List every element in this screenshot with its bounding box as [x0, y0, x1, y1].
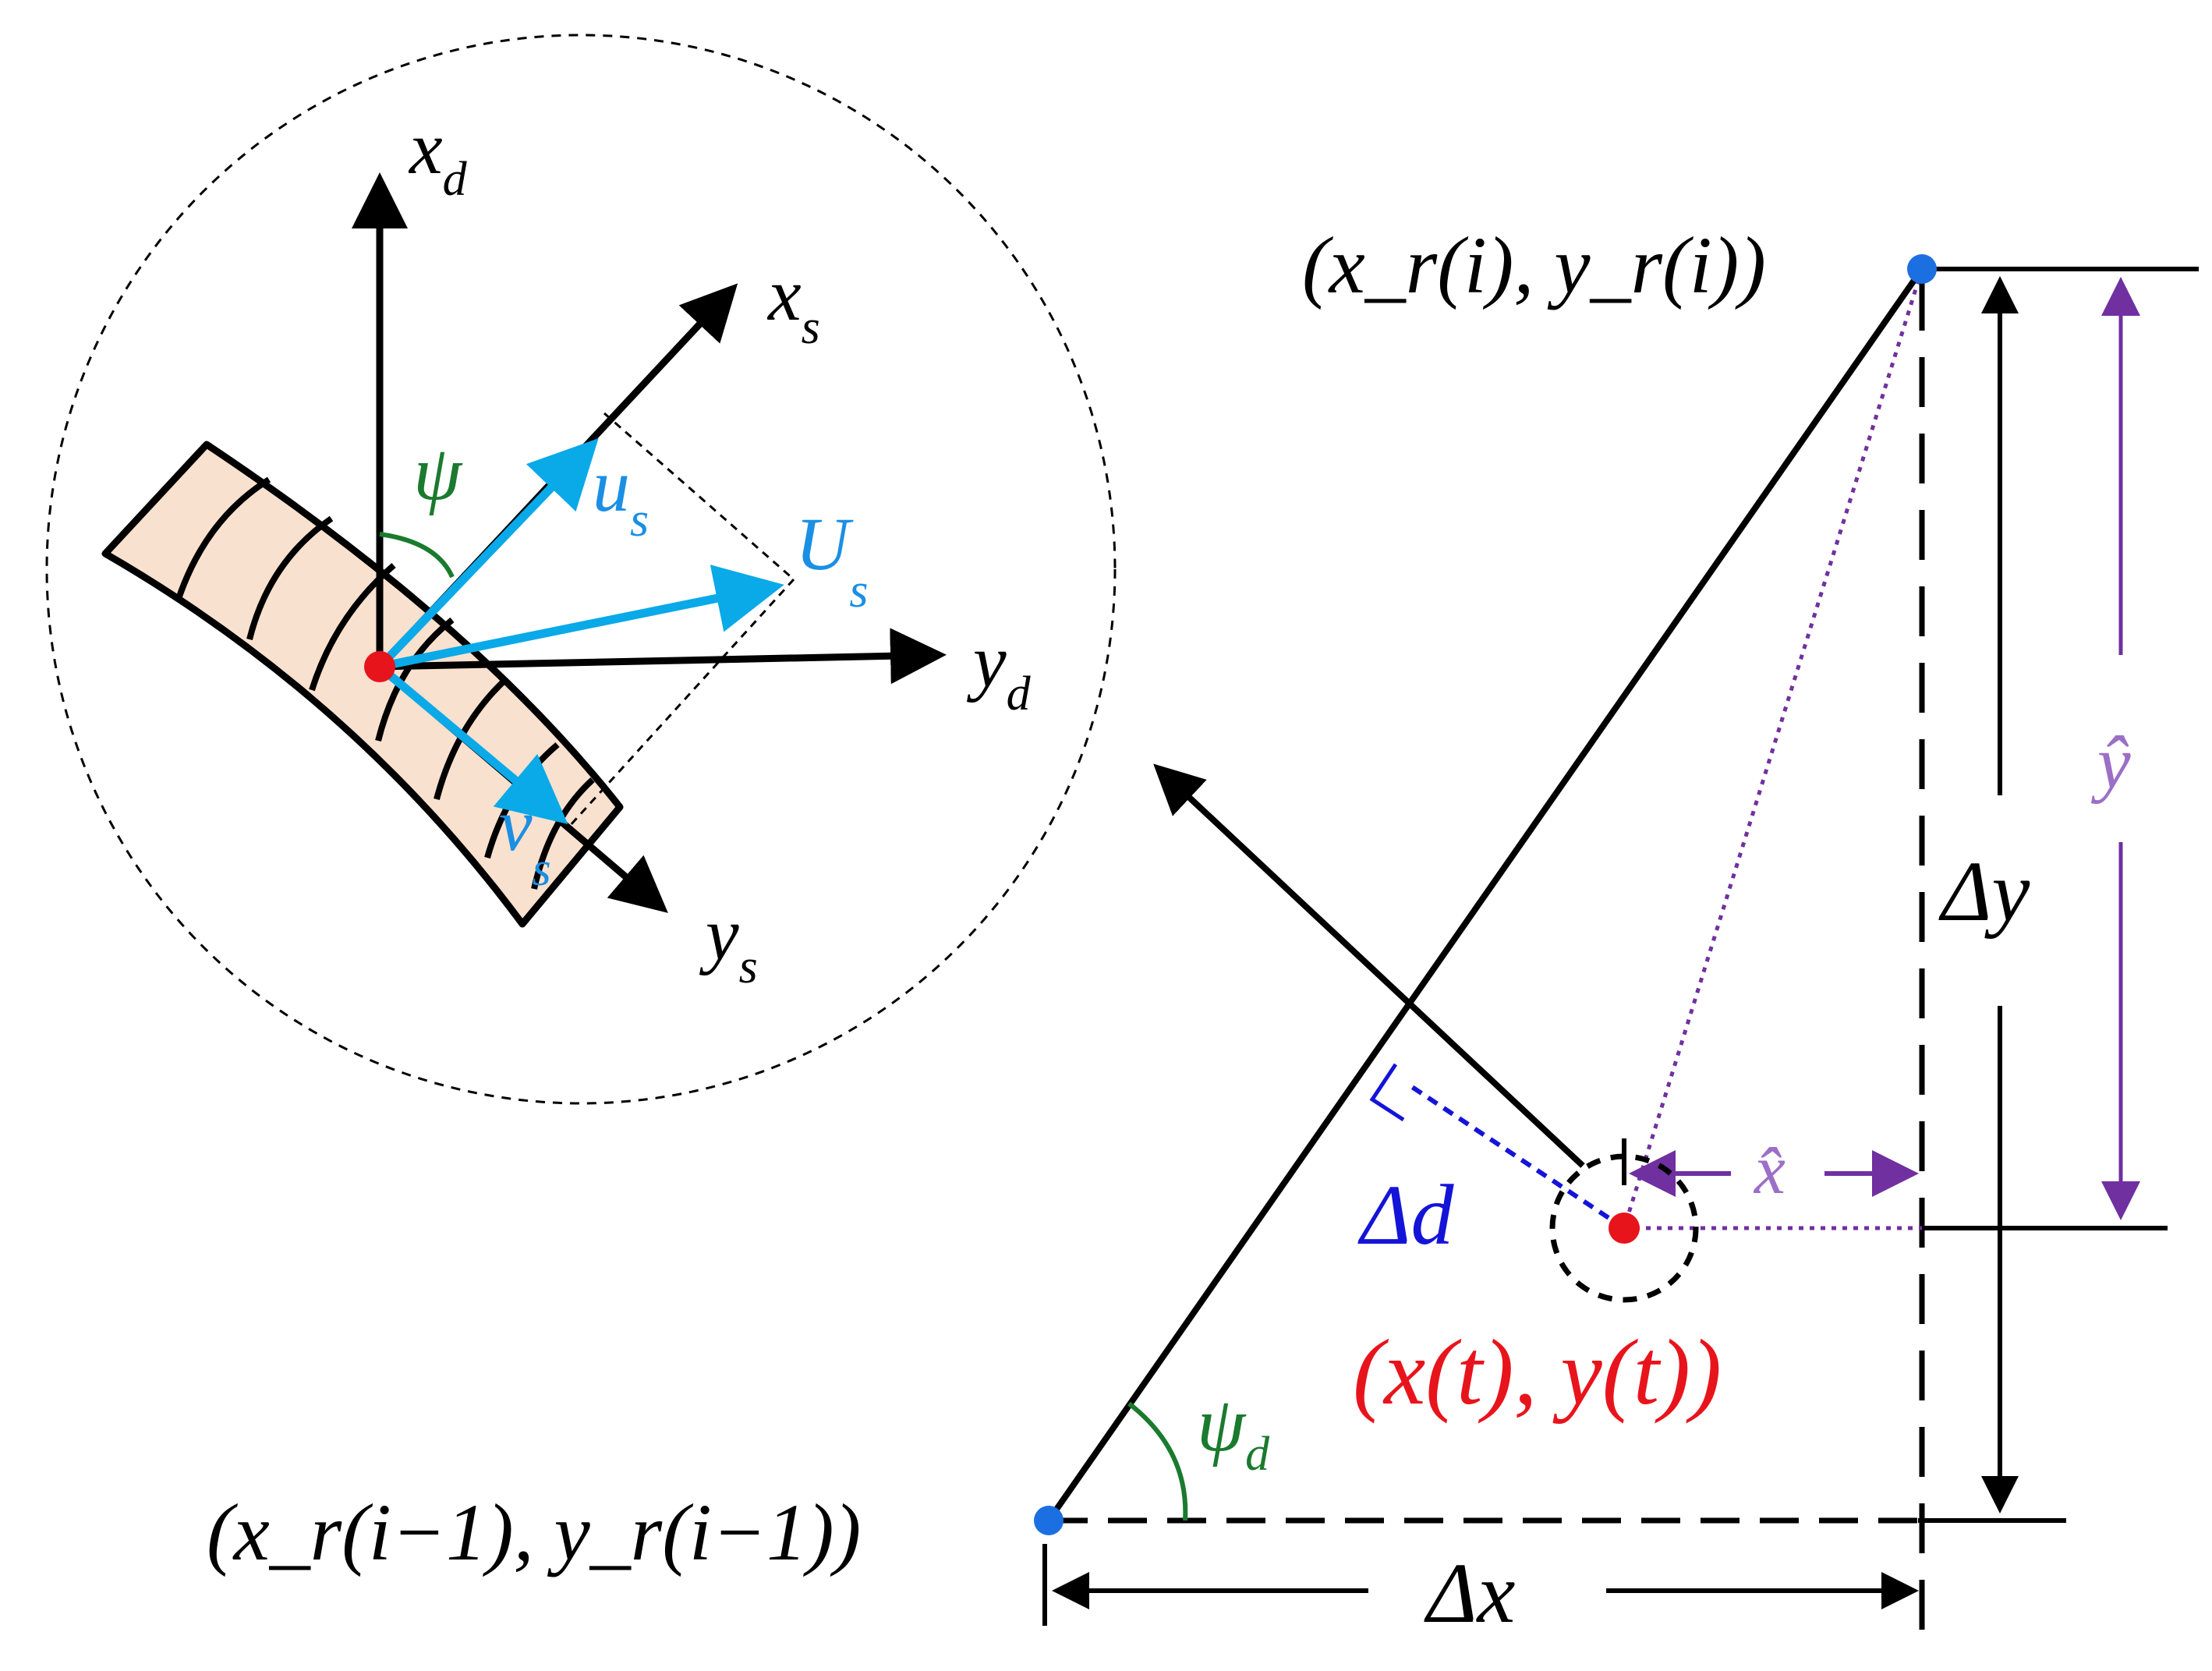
current-position-point [1609, 1213, 1640, 1244]
label-us: us [593, 444, 649, 547]
position-uncertainty-circle [1549, 1153, 1699, 1303]
label-yd: yd [966, 619, 1032, 720]
label-Us: Us [795, 502, 868, 618]
label-vs: vs [499, 783, 551, 896]
right-angle-marker [1369, 1063, 1405, 1122]
label-xd: xd [408, 106, 468, 206]
velocity-vectors [377, 438, 784, 825]
label-x-hat: x̂ [1753, 1131, 1786, 1209]
Us-vector [378, 565, 784, 671]
reference-path-segment [1046, 267, 1925, 1523]
label-psi-d: ψd [1197, 1381, 1270, 1481]
label-point-i-minus-1: (x_r(i−1), y_r(i−1)) [207, 1488, 861, 1577]
psi-d-angle-arc [1127, 1401, 1188, 1521]
inset-frame-group: xd xs yd ys us Us vs ψ [45, 34, 1117, 1105]
yd-axis [379, 628, 947, 685]
label-point-i: (x_r(i), y_r(i)) [1302, 221, 1766, 310]
psi-angle-arc [379, 532, 455, 579]
label-delta-x: Δx [1424, 1545, 1516, 1641]
us-vector [377, 438, 599, 670]
inset-origin-point [364, 651, 395, 682]
label-delta-y: Δy [1938, 844, 2030, 939]
delta-x-dimension [1042, 1544, 1919, 1626]
inset-dashed-circle [45, 34, 1117, 1105]
heading-arrow [1153, 763, 1585, 1168]
vs-vector [377, 663, 568, 825]
projection-dotted [1622, 268, 1924, 1230]
label-point-t: (x(t), y(t)) [1353, 1320, 1722, 1424]
path-point-i-minus-1 [1034, 1506, 1064, 1535]
label-xs: xs [766, 253, 820, 354]
label-psi: ψ [413, 430, 463, 516]
label-y-hat: ŷ [2090, 720, 2131, 804]
label-ys: ys [699, 892, 758, 993]
tire-body [101, 441, 624, 928]
label-delta-d: Δd [1357, 1167, 1455, 1262]
path-geometry-group: Δy ŷ Δx x̂ Δd [207, 221, 2199, 1645]
lateral-error-line [1406, 1082, 1626, 1230]
path-point-i [1907, 254, 1937, 284]
